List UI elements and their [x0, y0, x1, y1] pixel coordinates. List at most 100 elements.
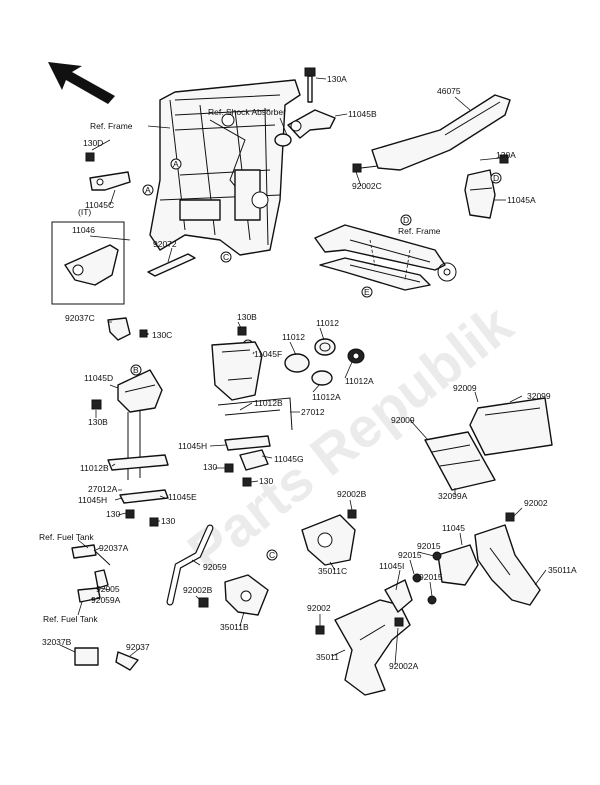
part-32099: [469, 397, 553, 456]
part-11045C: [89, 171, 131, 191]
label-130-low-a: 130: [106, 509, 120, 519]
frame-assembly: [149, 79, 301, 256]
label-46075: 46075: [437, 86, 461, 96]
bolt-92002C: [352, 163, 379, 173]
callout-circle-C-frame: [220, 251, 232, 263]
cog-icon: [437, 262, 457, 282]
part-11012A-a: [311, 370, 333, 386]
callout-A-frame: A: [173, 159, 179, 169]
label-92009-mid: 92009: [391, 415, 415, 425]
label-11045I: 11045I: [379, 561, 404, 571]
part-92059A: [77, 569, 109, 603]
label-32037B: 32037B: [42, 637, 72, 647]
nut-92015-c: [427, 595, 437, 605]
label-130-mid-a: 130: [203, 462, 217, 472]
part-92037: [115, 651, 139, 671]
label-92059: 92059: [203, 562, 227, 572]
callout-D-frame: D: [403, 215, 409, 225]
callout-D-bracket: D: [493, 173, 499, 183]
label-11045E: 11045E: [168, 492, 197, 502]
label-130-mid-b: 130: [259, 476, 273, 486]
label-35011C: 35011C: [318, 566, 347, 576]
part-35011B: [224, 574, 269, 616]
callout-circle-C-bracket: [266, 549, 278, 561]
callout-circle-A-frame: [170, 158, 182, 170]
bolt-130-low-a: [125, 509, 135, 519]
label-92059A: 92059A: [91, 595, 121, 605]
part-32099A: [424, 431, 496, 491]
bolt-130-mid-a: [224, 463, 234, 473]
callout-circle-E-frame: [361, 286, 373, 298]
rear-subframe: [314, 224, 446, 291]
callout-C-bracket: C: [269, 550, 275, 560]
label-ref-frame-left: Ref. Frame: [90, 121, 133, 131]
part-27012A: [107, 410, 169, 504]
label-11012A-b: 11012A: [345, 376, 374, 386]
bolt-92002B-mid: [198, 597, 209, 608]
label-130D: 130D: [83, 138, 103, 148]
label-92002-right: 92002: [524, 498, 548, 508]
label-11045D: 11045D: [84, 373, 113, 383]
label-92037A: 92037A: [99, 543, 129, 553]
bolt-92002B-top: [347, 509, 357, 519]
callout-A-bracket: A: [145, 185, 151, 195]
label-11045A: 11045A: [507, 195, 536, 205]
label-130A-right: 130A: [496, 150, 516, 160]
label-32099A: 32099A: [438, 491, 468, 501]
label-11012B-mid: 11012B: [254, 398, 283, 408]
callout-circle-D-frame: [400, 214, 412, 226]
label-130C: 130C: [152, 330, 172, 340]
label-ref-shock-absorber: Ref. Shock Absorber: [208, 107, 286, 117]
nut-92015-a: [432, 551, 442, 561]
label-11045H-mid: 11045H: [178, 441, 207, 451]
bolt-130-low-b: [149, 517, 159, 527]
label-92072: 92072: [153, 239, 177, 249]
part-11045B: [274, 109, 336, 147]
label-92037C: 92037C: [65, 313, 95, 323]
label-92002C: 92002C: [352, 181, 382, 191]
part-35011C: [301, 514, 356, 566]
bolt-92002-left: [315, 625, 325, 635]
label-92009-top: 92009: [453, 383, 477, 393]
part-46075: [371, 94, 511, 171]
front-direction-arrow: [48, 62, 115, 104]
label-11045C: 11045C: [85, 200, 114, 210]
label-130B-top: 130B: [237, 312, 257, 322]
part-32037B: [74, 647, 99, 666]
bolt-130B-left: [91, 399, 102, 410]
part-92059: [166, 524, 214, 606]
part-92037A: [71, 544, 111, 566]
label-32099: 32099: [527, 391, 551, 401]
label-92015-c: 92015: [419, 572, 443, 582]
label-92002A: 92002A: [389, 661, 419, 671]
label-27012A: 27012A: [88, 484, 118, 494]
label-ref-fuel-tank-top: Ref. Fuel Tank: [39, 532, 94, 542]
part-11045D: [117, 369, 163, 413]
part-11012-b: [314, 338, 336, 356]
callout-circle-D-bracket: [490, 172, 502, 184]
part-35011: [334, 599, 411, 696]
label-92015-a: 92015: [417, 541, 441, 551]
bolt-130-mid-b: [242, 477, 252, 487]
part-11012A-b: [347, 348, 365, 364]
label-ref-fuel-tank-bottom: Ref. Fuel Tank: [43, 614, 98, 624]
inset-box-it: [51, 221, 125, 305]
part-11045F: [211, 341, 263, 401]
bolt-130D: [85, 152, 95, 162]
label-11012-a: 11012: [282, 332, 305, 342]
label-11045G: 11045G: [274, 454, 304, 464]
label-92002B-top: 92002B: [337, 489, 367, 499]
label-130A-top: 130A: [327, 74, 347, 84]
label-27012-mid: 27012: [301, 407, 325, 417]
label-11012-b: 11012: [316, 318, 339, 328]
callout-C-frame: C: [223, 252, 229, 262]
part-11045: [437, 544, 479, 586]
callout-B-bracket: B: [133, 365, 139, 375]
bolt-130A-top: [304, 67, 316, 103]
nut-92015-b: [412, 573, 422, 583]
part-11045A: [464, 169, 496, 219]
bolt-92002-right: [505, 512, 515, 522]
bolt-130C: [139, 329, 148, 338]
label-35011A: 35011A: [548, 565, 577, 575]
